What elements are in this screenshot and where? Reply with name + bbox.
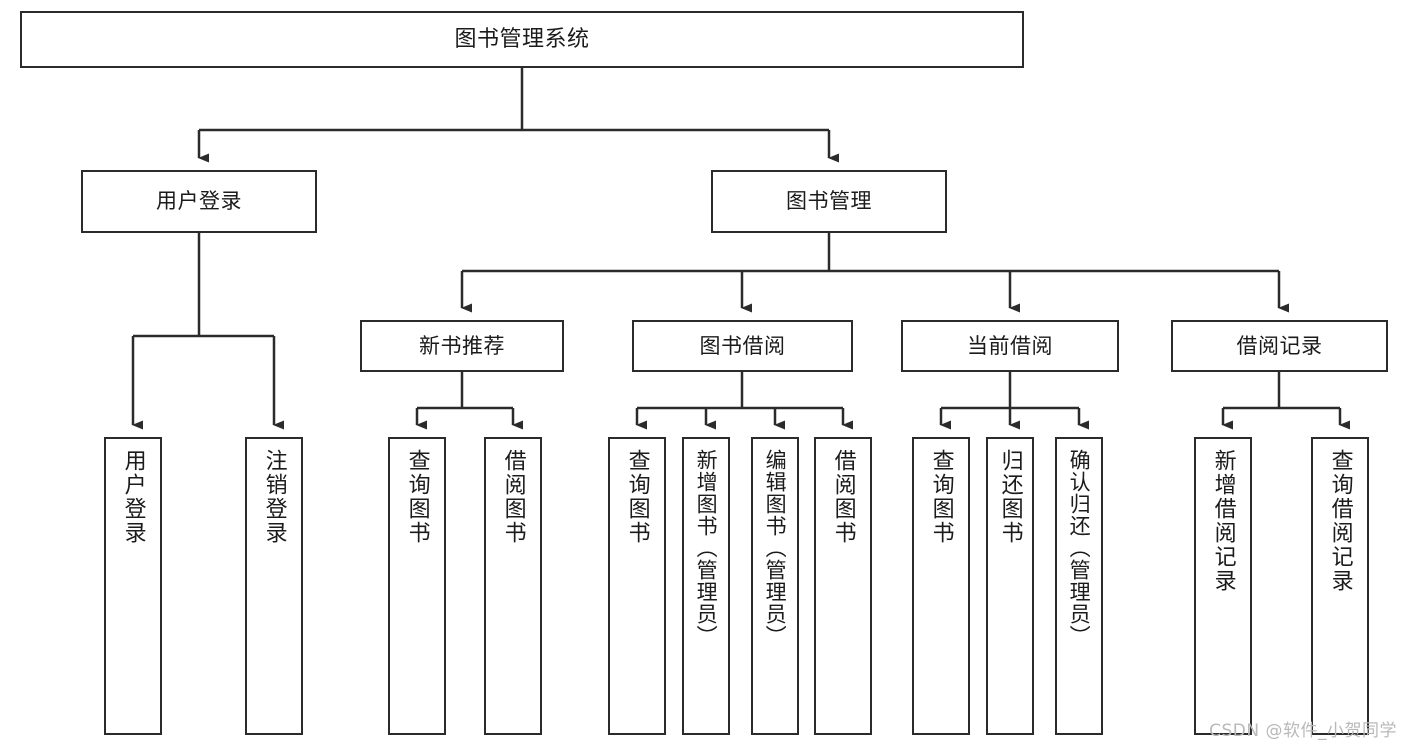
leaf-logout-login[interactable]: 注销登录: [245, 437, 303, 735]
node-label: 借阅图书: [500, 449, 526, 545]
node-label: 归还图书: [997, 449, 1023, 545]
leaf-query-record[interactable]: 查询借阅记录: [1311, 437, 1369, 735]
node-label: 用户登录: [156, 189, 242, 214]
node-label: 查询借阅记录: [1327, 449, 1353, 593]
node-borrow-record[interactable]: 借阅记录: [1171, 320, 1388, 372]
node-label: 用户登录: [120, 449, 146, 545]
node-label: 编辑图书（管理员）: [763, 449, 788, 647]
node-label: 确认归还（管理员）: [1067, 449, 1092, 647]
node-label: 新增图书（管理员）: [694, 449, 719, 647]
leaf-borrow-book-1[interactable]: 借阅图书: [484, 437, 542, 735]
node-label: 借阅图书: [830, 449, 856, 545]
watermark: CSDN @软件_小贺同学: [1209, 721, 1397, 741]
node-book-borrow[interactable]: 图书借阅: [632, 320, 853, 372]
node-label: 借阅记录: [1236, 333, 1323, 358]
node-user-login[interactable]: 用户登录: [81, 170, 317, 233]
node-label: 注销登录: [261, 449, 287, 545]
leaf-add-record[interactable]: 新增借阅记录: [1194, 437, 1252, 735]
leaf-user-login[interactable]: 用户登录: [104, 437, 162, 735]
node-label: 图书借阅: [699, 333, 786, 358]
leaf-confirm-return[interactable]: 确认归还（管理员）: [1055, 437, 1103, 735]
leaf-edit-book[interactable]: 编辑图书（管理员）: [751, 437, 799, 735]
leaf-borrow-book-2[interactable]: 借阅图书: [814, 437, 872, 735]
node-label: 新书推荐: [419, 333, 505, 358]
node-new-book-recommend[interactable]: 新书推荐: [360, 320, 564, 372]
node-label: 查询图书: [624, 449, 650, 545]
leaf-add-book[interactable]: 新增图书（管理员）: [682, 437, 730, 735]
node-label: 图书管理: [786, 189, 872, 214]
node-label: 查询图书: [404, 449, 430, 545]
node-root-system[interactable]: 图书管理系统: [20, 11, 1024, 68]
node-label: 查询图书: [928, 449, 954, 545]
node-current-borrow[interactable]: 当前借阅: [901, 320, 1119, 372]
node-label: 当前借阅: [967, 333, 1053, 358]
node-label: 图书管理系统: [454, 26, 590, 52]
leaf-query-book-1[interactable]: 查询图书: [388, 437, 446, 735]
leaf-query-book-3[interactable]: 查询图书: [912, 437, 970, 735]
node-label: 新增借阅记录: [1210, 449, 1236, 593]
leaf-return-book[interactable]: 归还图书: [986, 437, 1034, 735]
node-book-manage[interactable]: 图书管理: [711, 170, 947, 233]
leaf-query-book-2[interactable]: 查询图书: [608, 437, 666, 735]
